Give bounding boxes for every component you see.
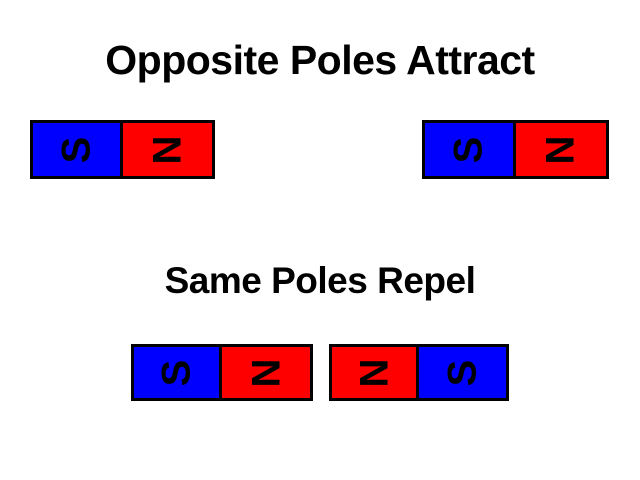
magnet-top-right[interactable]: S N [422, 120, 609, 179]
pole-label-n: N [145, 135, 190, 164]
magnet-bottom-left[interactable]: S N [131, 344, 313, 401]
magnet-top-right-south-pole: S [425, 123, 516, 176]
pole-label-n: N [538, 135, 583, 164]
magnet-top-right-north-pole: N [515, 123, 606, 176]
pole-label-s: S [446, 136, 491, 163]
pole-label-n: N [243, 358, 288, 387]
heading-opposite-poles-attract: Opposite Poles Attract [105, 37, 535, 83]
magnet-bottom-right[interactable]: N S [329, 344, 509, 401]
pole-label-s: S [154, 359, 199, 386]
pole-label-n: N [351, 358, 396, 387]
pole-label-s: S [440, 359, 485, 386]
pole-label-s: S [54, 136, 99, 163]
heading-same-poles-repel: Same Poles Repel [164, 260, 476, 301]
magnet-top-left-north-pole: N [122, 123, 212, 176]
magnet-bottom-right-south-pole: S [419, 347, 506, 398]
magnet-bottom-left-north-pole: N [222, 347, 310, 398]
magnet-top-left-south-pole: S [33, 123, 123, 176]
magnet-top-left[interactable]: S N [30, 120, 215, 179]
magnet-bottom-right-north-pole: N [332, 347, 419, 398]
magnet-bottom-left-south-pole: S [134, 347, 222, 398]
